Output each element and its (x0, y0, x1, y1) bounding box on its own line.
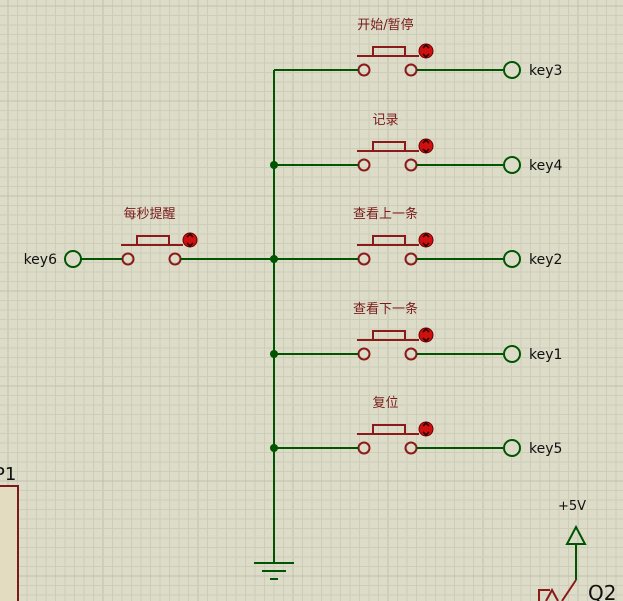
transistor-lead (561, 579, 577, 601)
terminal-key6[interactable] (64, 250, 82, 268)
junction-dot (270, 161, 278, 169)
terminal-key5[interactable] (503, 439, 521, 457)
switch-label: 记录 (372, 113, 398, 128)
transistor-body (538, 589, 550, 601)
switch-plunger (372, 235, 406, 245)
terminal-key4[interactable] (503, 156, 521, 174)
switch-view-next[interactable]: 查看下一条 key1 (270, 301, 562, 363)
left-component-ref: P1 (0, 464, 16, 485)
terminal-key2[interactable] (503, 250, 521, 268)
switch-plunger (372, 424, 406, 434)
terminal-label: key5 (529, 441, 562, 457)
switch-record[interactable]: 记录 key4 (270, 113, 563, 174)
terminal-label: key2 (529, 252, 562, 268)
right-component-ref: Q2 (588, 581, 616, 601)
switch-label: 查看上一条 (353, 206, 418, 222)
switch-view-previous[interactable]: 查看上一条 key2 (270, 206, 562, 268)
left-component-body (0, 485, 19, 601)
terminal-label: key3 (529, 63, 562, 79)
switch-label: 每秒提醒 (123, 206, 175, 222)
switch-per-second-reminder[interactable]: 每秒提醒 key6 (24, 206, 274, 268)
left-partial-component: P1 (0, 464, 19, 601)
power-label: +5V (558, 499, 586, 514)
junction-dot (270, 444, 278, 452)
switch-label: 查看下一条 (353, 301, 418, 317)
switch-rows: 开始/暂停 key3 记录 key4 查看上一条 key2 查看下一条 key1 复位 key5 (270, 17, 563, 457)
terminal-key3[interactable] (503, 61, 521, 79)
power-5v: +5V (558, 499, 587, 601)
switch-label: 复位 (372, 396, 398, 411)
terminal-label: key6 (24, 252, 58, 268)
switch-plunger (372, 141, 406, 151)
junction-dot (270, 350, 278, 358)
terminal-label: key4 (529, 158, 563, 174)
switch-plunger (372, 46, 406, 56)
terminal-key1[interactable] (503, 345, 521, 363)
switch-label: 开始/暂停 (357, 17, 413, 33)
switch-plunger (372, 330, 406, 340)
ground-symbol (254, 562, 294, 580)
terminal-label: key1 (529, 347, 562, 363)
right-partial-component: Q2 (538, 581, 616, 601)
transistor-symbol (545, 587, 559, 601)
switch-start-pause[interactable]: 开始/暂停 key3 (274, 17, 562, 79)
switch-reset[interactable]: 复位 key5 (270, 396, 562, 457)
switch-plunger (136, 235, 170, 245)
